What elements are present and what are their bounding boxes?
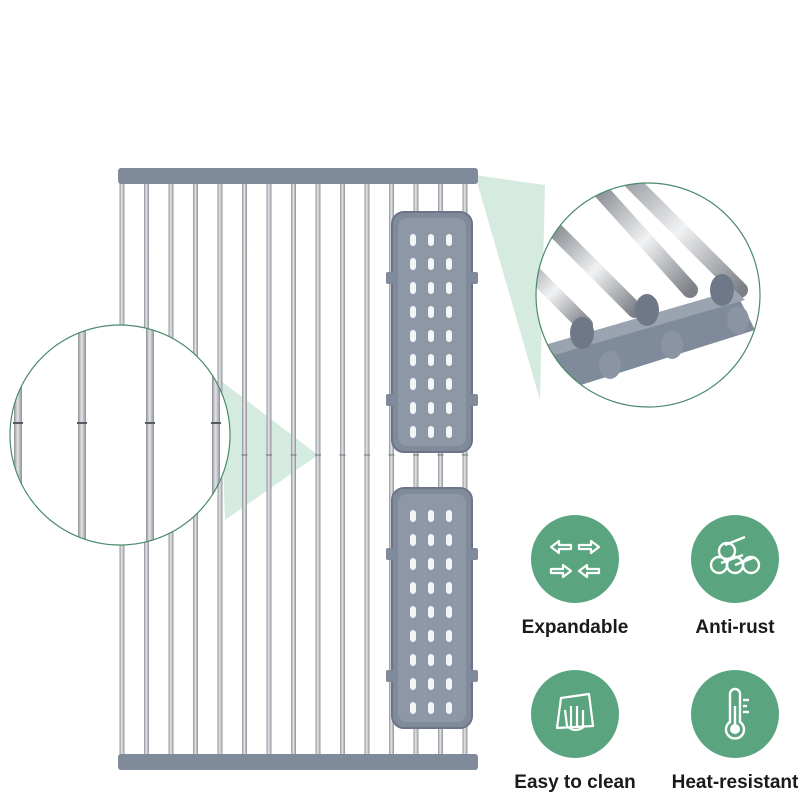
rack-rod <box>242 182 247 757</box>
feature-anti-rust: Anti-rust <box>650 515 800 639</box>
rack-rod <box>291 182 296 757</box>
feature-label: Heat-resistant <box>671 772 799 793</box>
thermometer-icon <box>691 670 779 758</box>
zoom-detail-left <box>9 324 231 546</box>
rack-rod <box>266 182 272 757</box>
expand-arrows-icon <box>531 515 619 603</box>
sponge-baskets <box>386 211 478 729</box>
rack-rod <box>413 182 419 757</box>
feature-heat-resistant: Heat-resistant <box>650 670 800 794</box>
feature-label: Anti-rust <box>695 617 775 638</box>
rack-rod <box>364 182 370 757</box>
rack-rod <box>462 182 468 757</box>
feature-easy-to-clean: Easy to clean <box>490 670 660 794</box>
feature-label: Expandable <box>521 617 629 638</box>
rods-bundle-icon <box>691 515 779 603</box>
sponge-basket <box>386 487 478 729</box>
rack-rod <box>340 182 345 757</box>
sponge-basket <box>386 211 478 453</box>
rack-rod <box>315 182 321 757</box>
feature-label: Easy to clean <box>514 772 636 793</box>
zoom-detail-right <box>535 182 761 408</box>
top-frame <box>118 168 478 184</box>
hand-cloth-icon <box>531 670 619 758</box>
rack-rod <box>389 182 394 757</box>
bottom-frame <box>118 754 478 770</box>
feature-expandable: Expandable <box>490 515 660 639</box>
zoom-beam-right <box>475 175 545 400</box>
rack-rod <box>438 182 443 757</box>
